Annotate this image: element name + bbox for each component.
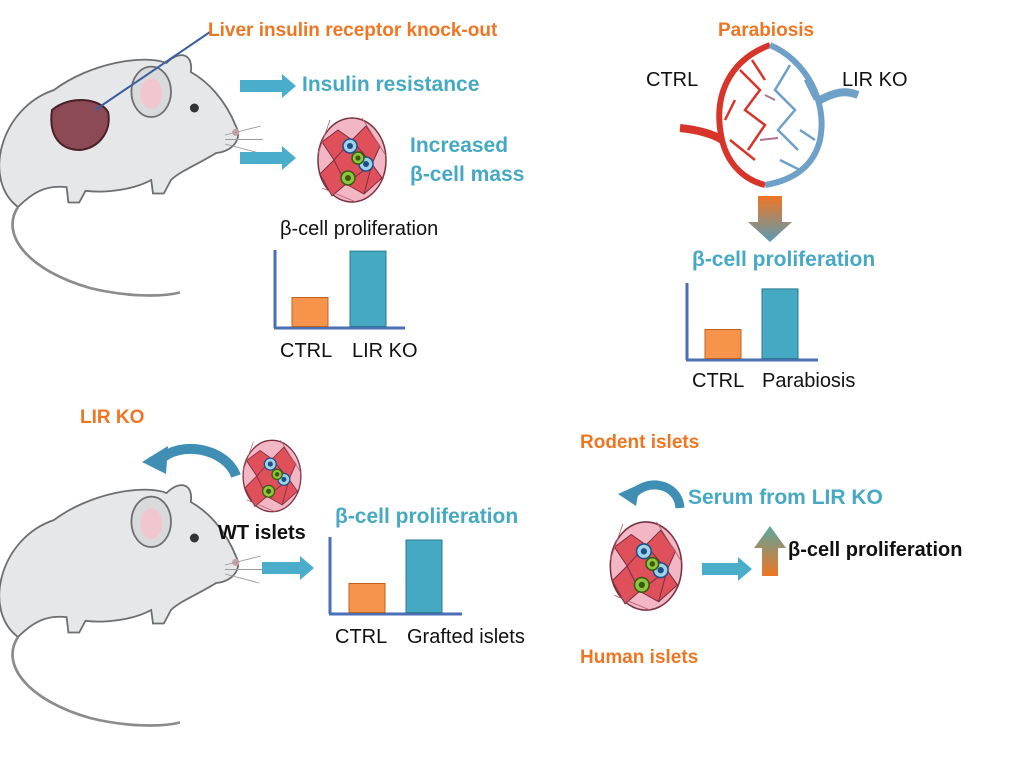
- arrow-increase-up: [754, 526, 786, 576]
- title-rodent-islets: Rodent islets: [580, 432, 700, 453]
- arrow-beta-cell-mass: [240, 146, 296, 170]
- title-human-islets: Human islets: [580, 647, 699, 668]
- curved-arrow-graft-head: [142, 446, 168, 474]
- arrow-to-result: [702, 557, 752, 581]
- arrow-insulin-resistance: [240, 74, 296, 98]
- chart2-bar-parabiosis: [761, 288, 799, 359]
- chart1-title: β-cell proliferation: [280, 218, 439, 240]
- chart3-label-ctrl: CTRL: [335, 626, 388, 648]
- parabiosis-label-ctrl: CTRL: [646, 69, 699, 91]
- title-liver-insulin-receptor-knockout: Liver insulin receptor knock-out: [208, 20, 498, 41]
- curved-arrow-graft: [156, 443, 241, 479]
- chart1-label-lir-ko: LIR KO: [352, 340, 418, 362]
- chart2-label-ctrl: CTRL: [692, 370, 745, 392]
- chart2-bar-ctrl: [704, 329, 742, 359]
- islet-rodent-human: [609, 521, 683, 611]
- label-increased: Increased: [410, 134, 509, 157]
- islet-top-left: [317, 117, 387, 203]
- label-serum-from-lir-ko: Serum from LIR KO: [688, 486, 883, 509]
- chart1-bar-ctrl: [291, 297, 329, 327]
- parabiosis-vessel-illustration: [677, 42, 860, 188]
- bar-chart-3: [328, 537, 462, 616]
- label-result-beta-cell-proliferation: β-cell proliferation: [788, 539, 963, 561]
- chart1-bar-lir-ko: [349, 250, 387, 328]
- liver-pointer-line: [94, 31, 211, 111]
- islet-wt: [242, 439, 302, 513]
- liver-shape: [50, 99, 110, 152]
- title-lir-ko: LIR KO: [80, 407, 145, 428]
- bar-chart-2: [685, 283, 818, 362]
- chart3-label-grafted-islets: Grafted islets: [407, 626, 525, 648]
- parabiosis-label-lir-ko: LIR KO: [842, 69, 908, 91]
- label-insulin-resistance: Insulin resistance: [302, 73, 480, 96]
- bar-chart-1: [273, 250, 405, 330]
- title-parabiosis: Parabiosis: [718, 20, 815, 41]
- mouse-top-left: [0, 53, 265, 297]
- arrow-grafted: [262, 556, 314, 580]
- curved-arrow-serum-head: [618, 484, 640, 506]
- curved-arrow-serum: [628, 480, 685, 509]
- chart3-bar-grafted: [405, 539, 443, 613]
- chart3-title: β-cell proliferation: [335, 505, 519, 528]
- chart2-label-parabiosis: Parabiosis: [762, 370, 856, 392]
- label-wt-islets: WT islets: [218, 522, 306, 544]
- arrow-parabiosis-down: [748, 196, 792, 242]
- chart2-title: β-cell proliferation: [692, 248, 876, 271]
- chart1-label-ctrl: CTRL: [280, 340, 333, 362]
- chart3-bar-ctrl: [348, 583, 386, 613]
- label-beta-cell-mass: β-cell mass: [410, 163, 525, 186]
